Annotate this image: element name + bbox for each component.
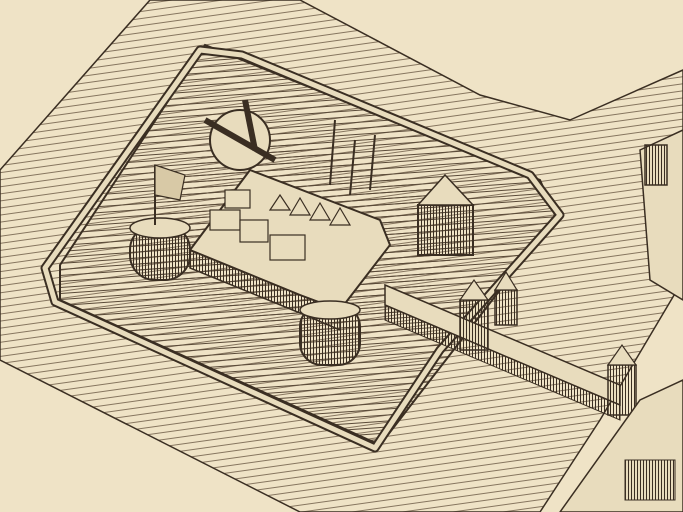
round-tower-east — [416, 173, 475, 256]
town-edge — [559, 129, 683, 512]
gate-bastion — [299, 300, 361, 366]
northwest-bastion — [203, 99, 277, 171]
castle-buildings — [209, 189, 352, 261]
bridge — [384, 270, 638, 421]
west-tower — [129, 164, 191, 281]
flag-icon — [154, 164, 186, 201]
masts — [329, 119, 376, 196]
